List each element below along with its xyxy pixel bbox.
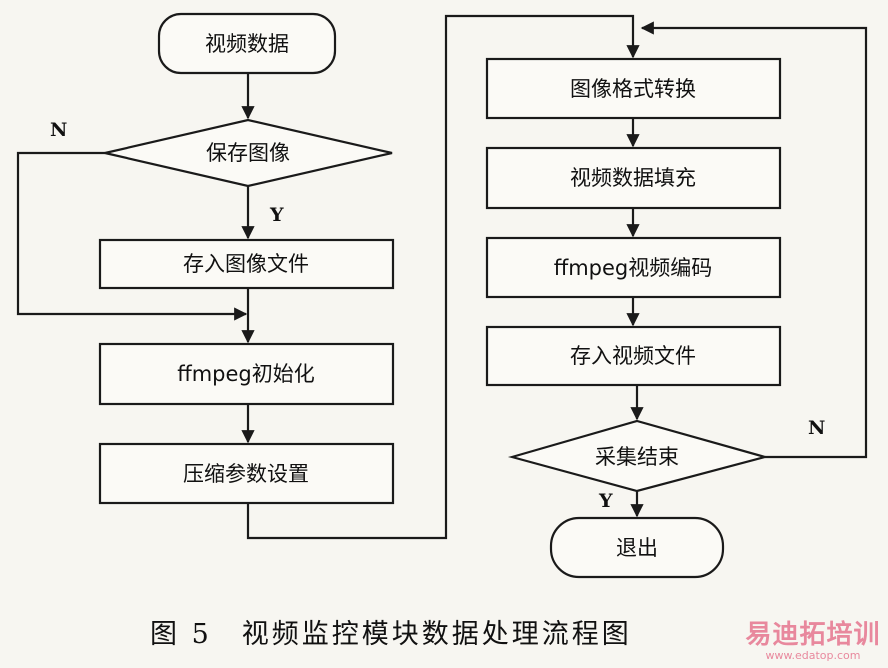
node-save-image-label: 存入图像文件 bbox=[183, 252, 309, 276]
node-compress-params bbox=[98, 442, 395, 505]
node-save-decision-label: 保存图像 bbox=[206, 141, 290, 165]
watermark-logo: 易迪拓培训 bbox=[745, 620, 881, 650]
node-format-convert bbox=[485, 57, 782, 120]
node-video-fill-label: 视频数据填充 bbox=[570, 166, 696, 190]
watermark: 易迪拓培训 www.edatop.com bbox=[738, 614, 888, 668]
node-start-label: 视频数据 bbox=[205, 32, 289, 56]
edge-compress-to-convert bbox=[246, 14, 640, 540]
node-save-video-label: 存入视频文件 bbox=[570, 344, 696, 368]
edge-end-no-loop bbox=[640, 21, 868, 459]
label-capture-no: N bbox=[808, 417, 825, 439]
node-ffmpeg-init-label: ffmpeg初始化 bbox=[177, 362, 315, 386]
label-save-no: N bbox=[50, 119, 67, 141]
node-video-fill bbox=[485, 146, 782, 210]
node-save-image bbox=[98, 238, 395, 290]
node-ffmpeg-init bbox=[98, 342, 395, 406]
node-format-convert-label: 图像格式转换 bbox=[570, 77, 696, 101]
node-capture-end-label: 采集结束 bbox=[595, 445, 679, 469]
label-capture-yes: Y bbox=[598, 490, 613, 512]
watermark-url: www.edatop.com bbox=[765, 649, 861, 662]
label-save-yes: Y bbox=[269, 204, 284, 226]
node-exit bbox=[549, 516, 725, 579]
node-exit-label: 退出 bbox=[616, 536, 658, 560]
node-save-decision bbox=[104, 118, 393, 188]
edge-decision-no bbox=[16, 151, 248, 321]
figure-caption: 图 5 视频监控模块数据处理流程图 bbox=[150, 619, 632, 650]
node-ffmpeg-encode-label: ffmpeg视频编码 bbox=[554, 256, 713, 280]
node-ffmpeg-encode bbox=[485, 236, 782, 299]
node-save-video bbox=[485, 325, 782, 387]
node-compress-params-label: 压缩参数设置 bbox=[183, 462, 309, 486]
